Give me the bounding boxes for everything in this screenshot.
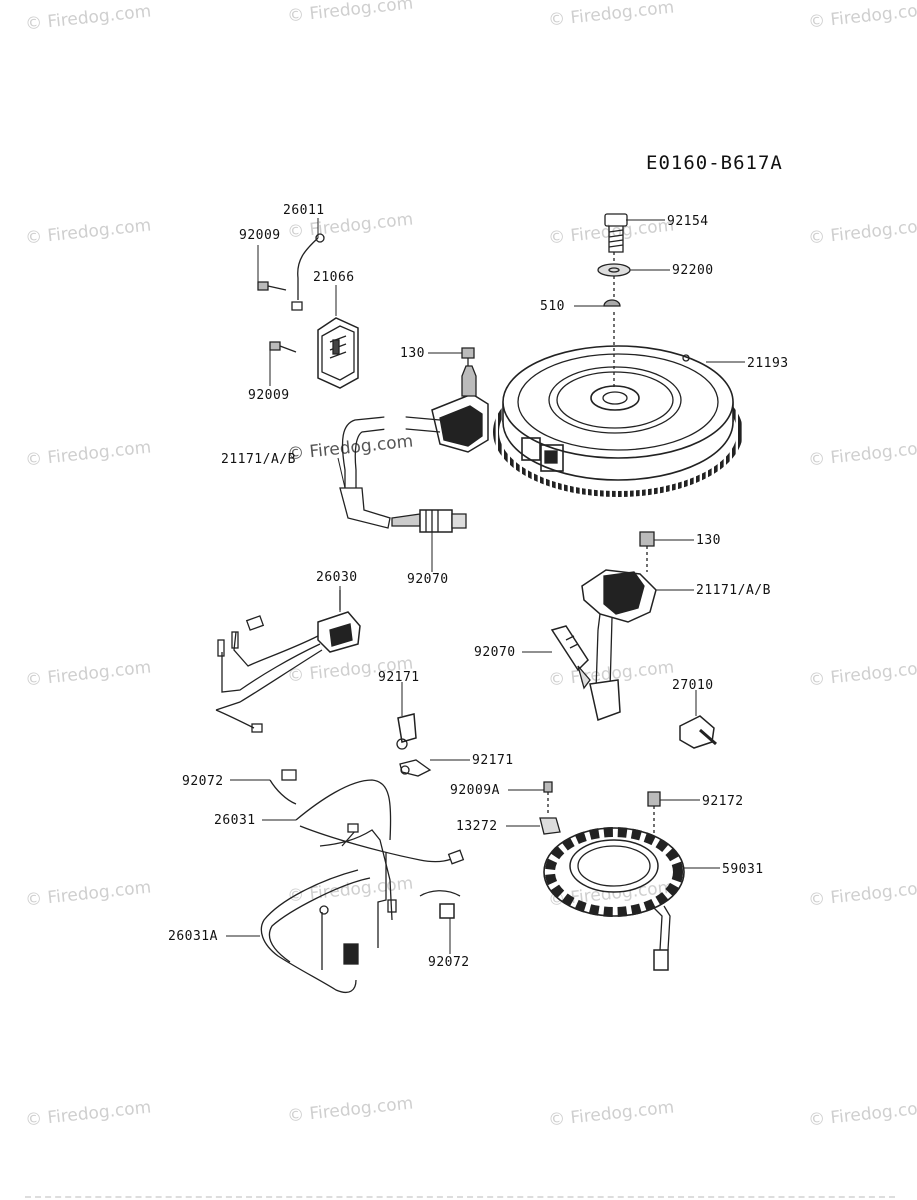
part-label-21193: 21193 bbox=[747, 356, 789, 371]
washer-92200 bbox=[597, 263, 631, 277]
part-label-92171-top: 92171 bbox=[378, 670, 420, 685]
harness-26031 bbox=[269, 769, 465, 948]
part-label-92200: 92200 bbox=[672, 263, 714, 278]
spark-plug-left bbox=[391, 509, 467, 533]
lead-26011 bbox=[291, 233, 325, 311]
oil-switch-27010 bbox=[679, 715, 717, 749]
leader-lines bbox=[226, 218, 745, 954]
harness-26030 bbox=[215, 590, 361, 733]
screw-130-top bbox=[461, 347, 475, 366]
part-label-92070-left: 92070 bbox=[407, 572, 449, 587]
ignition-coil-left bbox=[339, 365, 489, 529]
part-label-510: 510 bbox=[540, 299, 565, 314]
part-label-21171-right: 21171/A/B bbox=[696, 583, 771, 598]
part-label-26030: 26030 bbox=[316, 570, 358, 585]
screw-92009-top bbox=[257, 281, 287, 291]
screw-92009-bottom bbox=[269, 341, 297, 353]
part-label-21066: 21066 bbox=[313, 270, 355, 285]
part-label-92154: 92154 bbox=[667, 214, 709, 229]
screw-130-right bbox=[639, 531, 655, 572]
part-label-26031: 26031 bbox=[214, 813, 256, 828]
harness-26031A bbox=[260, 869, 371, 994]
part-label-26031A: 26031A bbox=[168, 929, 218, 944]
part-label-92070-right: 92070 bbox=[474, 645, 516, 660]
part-label-92072-bottom: 92072 bbox=[428, 955, 470, 970]
terminal-92171 bbox=[396, 713, 432, 777]
part-label-130-right: 130 bbox=[696, 533, 721, 548]
spark-plug-right bbox=[550, 625, 591, 690]
page-bottom-rule bbox=[25, 1196, 895, 1198]
bolt-92154 bbox=[604, 213, 628, 253]
regulator-21066 bbox=[317, 317, 359, 389]
plate-13272 bbox=[539, 817, 561, 835]
part-label-21171-left: 21171/A/B bbox=[221, 452, 296, 467]
part-label-26011: 26011 bbox=[283, 203, 325, 218]
part-label-59031: 59031 bbox=[722, 862, 764, 877]
part-label-130-top: 130 bbox=[400, 346, 425, 361]
part-label-92009-top: 92009 bbox=[239, 228, 281, 243]
part-label-92009-bottom: 92009 bbox=[248, 388, 290, 403]
stator-59031 bbox=[543, 827, 685, 971]
part-label-92172: 92172 bbox=[702, 794, 744, 809]
flywheel bbox=[493, 345, 743, 497]
part-label-92009A: 92009A bbox=[450, 783, 500, 798]
part-label-27010: 27010 bbox=[672, 678, 714, 693]
part-label-92072-top: 92072 bbox=[182, 774, 224, 789]
ignition-coil-right bbox=[581, 569, 657, 721]
screw-92009A bbox=[543, 781, 553, 816]
part-label-13272: 13272 bbox=[456, 819, 498, 834]
diagram-code: E0160-B617A bbox=[646, 152, 783, 174]
screw-92172 bbox=[647, 791, 661, 836]
key-510 bbox=[603, 299, 621, 307]
lead-92072-bottom bbox=[419, 890, 461, 919]
part-label-92171-right: 92171 bbox=[472, 753, 514, 768]
